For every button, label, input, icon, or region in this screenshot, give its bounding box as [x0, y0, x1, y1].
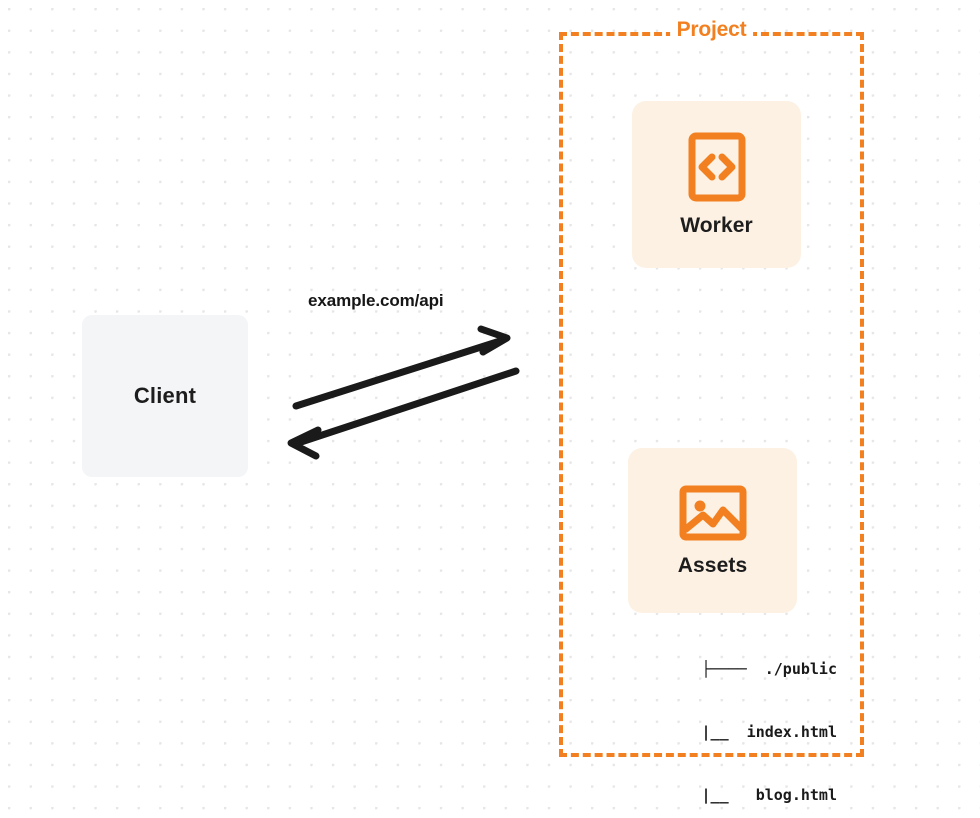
project-container[interactable]: Project Worker Assets — [559, 18, 864, 804]
file-tree-line: |__ blog.html — [656, 786, 837, 804]
connection-label: example.com/api — [308, 291, 444, 310]
file-tree-line: |__ index.html — [656, 723, 837, 741]
client-node-label: Client — [133, 383, 197, 408]
assets-file-tree: ├──── ./public |__ index.html |__ blog.h… — [595, 617, 837, 818]
worker-card-label: Worker — [680, 213, 753, 237]
image-picture-icon — [679, 484, 747, 542]
assets-card[interactable]: Assets — [628, 448, 797, 613]
file-tree-line: ├──── ./public — [701, 660, 837, 678]
project-title: Project — [669, 18, 754, 42]
request-arrow — [292, 325, 511, 410]
response-arrow — [287, 367, 520, 460]
assets-card-label: Assets — [677, 553, 748, 577]
code-brackets-icon — [688, 132, 746, 202]
client-node[interactable]: Client — [82, 315, 248, 477]
worker-card[interactable]: Worker — [632, 101, 801, 268]
